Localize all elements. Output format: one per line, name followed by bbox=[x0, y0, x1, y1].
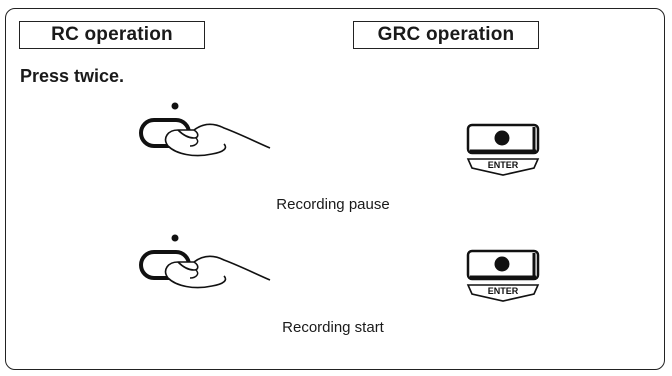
record-button-pressed-by-finger-icon bbox=[139, 234, 271, 289]
enter-label-2: ENTER bbox=[488, 286, 519, 296]
caption-recording-pause: Recording pause bbox=[276, 196, 390, 213]
rc-operation-heading: RC operation bbox=[19, 21, 205, 49]
enter-record-button-icon: ENTER bbox=[466, 123, 540, 176]
enter-record-button-icon: ENTER bbox=[466, 249, 540, 302]
record-button-pressed-by-finger-icon bbox=[139, 102, 271, 157]
rc-operation-label: RC operation bbox=[51, 24, 173, 45]
grc-operation-heading: GRC operation bbox=[353, 21, 539, 49]
enter-label-1: ENTER bbox=[488, 160, 519, 170]
instruction-text: Press twice. bbox=[20, 66, 125, 86]
caption-recording-start: Recording start bbox=[282, 319, 384, 336]
grc-operation-label: GRC operation bbox=[377, 24, 515, 45]
outer-frame bbox=[5, 8, 665, 370]
